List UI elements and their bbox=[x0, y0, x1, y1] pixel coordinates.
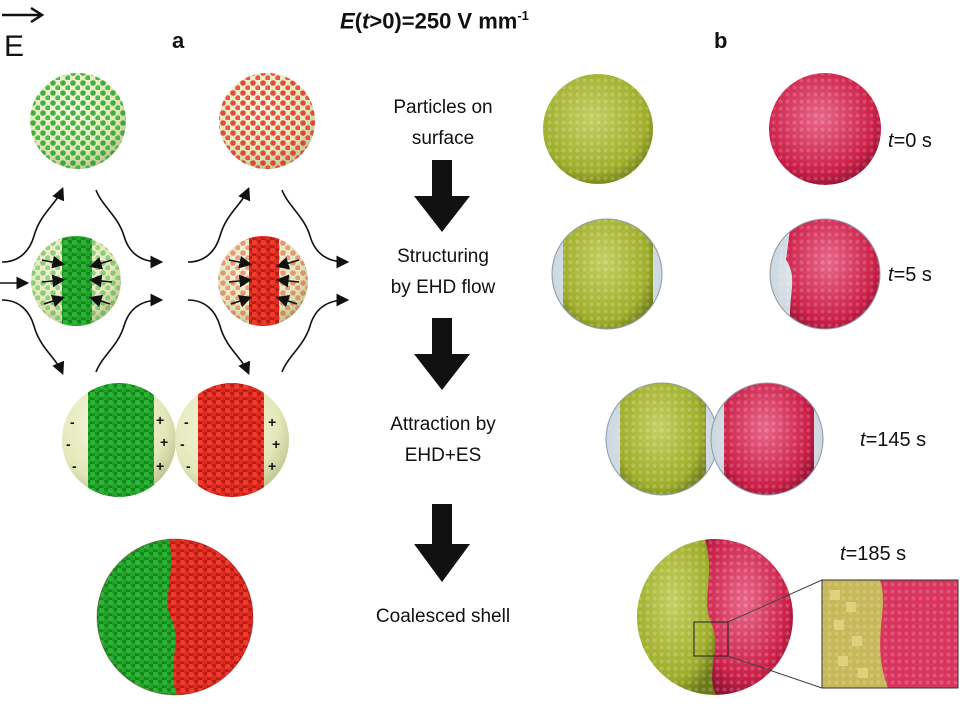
step-arrow-1 bbox=[414, 160, 470, 232]
field-title-t: t bbox=[362, 8, 370, 34]
b-zoom-inset bbox=[821, 579, 959, 689]
b-row1-green-micrograph bbox=[543, 74, 653, 184]
charge-plus-4: + bbox=[268, 414, 277, 430]
time-label-1: t=0 s bbox=[888, 130, 932, 152]
a-row3-red-droplet bbox=[175, 383, 289, 497]
charge-plus-1: + bbox=[156, 412, 165, 428]
step-arrow-3 bbox=[414, 504, 470, 582]
charge-plus-3: + bbox=[156, 458, 165, 474]
time-label-3: t=145 s bbox=[860, 429, 927, 451]
panel-a-letter: a bbox=[172, 28, 185, 53]
panel-b-letter: b bbox=[714, 28, 728, 53]
charge-plus-2: + bbox=[160, 434, 169, 450]
a-row3-green-droplet bbox=[62, 383, 176, 497]
charge-minus-3: - bbox=[72, 458, 77, 474]
step-label-2: Structuring by EHD flow bbox=[390, 246, 496, 298]
charge-minus-2: - bbox=[66, 436, 71, 452]
charge-minus-1: - bbox=[70, 414, 75, 430]
field-title-rest: >0)=250 V mm bbox=[369, 8, 518, 34]
b-row2-green-micrograph bbox=[551, 218, 663, 330]
field-vector-arrow bbox=[2, 6, 45, 24]
a-row1-green-droplet bbox=[30, 73, 126, 169]
field-title-exponent: -1 bbox=[517, 8, 529, 23]
field-title: E(t>0)=250 V mm-1 bbox=[340, 8, 529, 34]
step-label-1: Particles on surface bbox=[393, 97, 493, 149]
b-row3-green-micrograph bbox=[605, 382, 719, 496]
a-row2-green-droplet bbox=[31, 236, 121, 326]
b-row3-red-micrograph bbox=[710, 382, 824, 496]
charge-plus-5: + bbox=[272, 436, 281, 452]
time-label-4: t=185 s bbox=[840, 543, 907, 565]
charge-minus-6: - bbox=[186, 458, 191, 474]
ehd-flow-streamlines bbox=[0, 187, 350, 375]
b-row2-red-micrograph bbox=[769, 218, 881, 330]
b-coalesced-micrograph bbox=[637, 539, 823, 695]
step-label-3: Attraction by EHD+ES bbox=[390, 414, 496, 466]
step-arrow-2 bbox=[414, 318, 470, 390]
time-label-2: t=5 s bbox=[888, 264, 932, 286]
charge-minus-5: - bbox=[180, 436, 185, 452]
field-title-E: E bbox=[340, 8, 355, 34]
charge-plus-6: + bbox=[268, 458, 277, 474]
a-row2-red-droplet bbox=[218, 236, 308, 326]
b-row1-red-micrograph bbox=[769, 73, 881, 185]
step-label-4: Coalesced shell bbox=[375, 606, 511, 627]
a-row1-red-droplet bbox=[219, 73, 315, 169]
field-vector-symbol: E bbox=[4, 30, 25, 63]
charge-minus-4: - bbox=[184, 414, 189, 430]
a-coalesced-shell bbox=[96, 538, 254, 696]
